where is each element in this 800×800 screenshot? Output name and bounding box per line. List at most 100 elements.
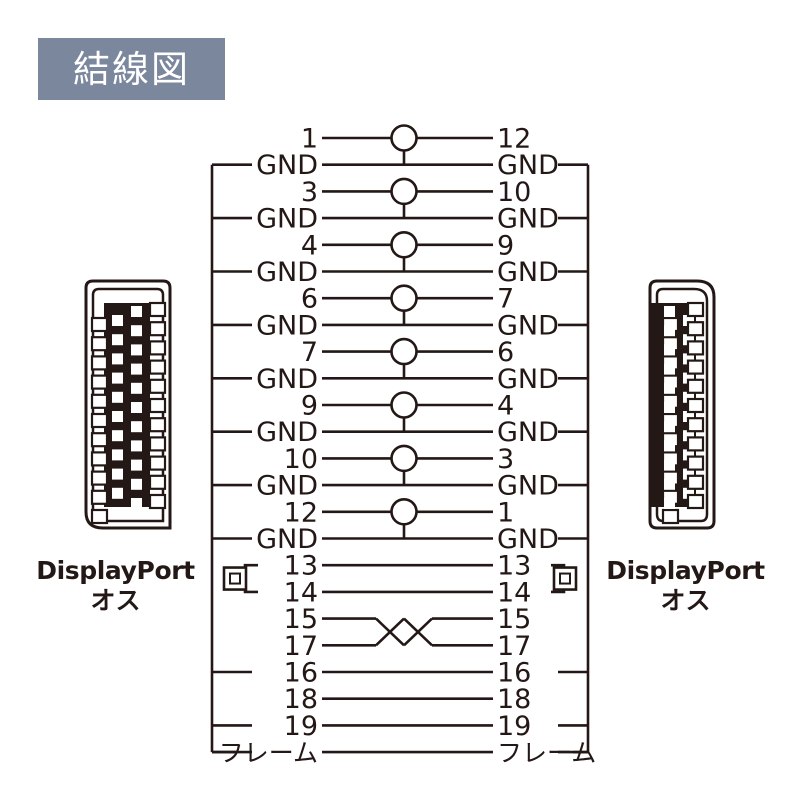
pin-label-right: GND — [497, 257, 559, 288]
pin-label-right: 19 — [497, 711, 531, 742]
pin-label-right: 9 — [497, 230, 514, 261]
pin-label-right: 17 — [497, 631, 531, 662]
connector-pin — [683, 449, 694, 461]
connector-pin — [90, 374, 109, 390]
shield-ring-marker — [390, 337, 418, 366]
connector-pin — [90, 355, 109, 371]
connector-pin — [686, 321, 705, 337]
left-connector-gender: オス — [90, 585, 141, 615]
header-badge-label: 結線図 — [73, 47, 190, 91]
pin-label-left: 15 — [284, 604, 318, 635]
connector-pin — [112, 372, 123, 384]
pin-label-left: GND — [256, 310, 318, 341]
connector-pin — [112, 430, 123, 442]
connector-pin — [686, 417, 705, 433]
connector-pin — [90, 393, 109, 409]
connector-pin — [683, 372, 694, 384]
connector-pin — [148, 301, 167, 318]
connector-pin — [131, 344, 142, 356]
pin-label-left: 1 — [301, 124, 318, 155]
connector-pin — [686, 359, 705, 375]
connector-pin — [112, 315, 123, 326]
pin-label-left: GND — [256, 417, 318, 448]
connector-pin — [664, 402, 675, 413]
connector-pin — [148, 359, 167, 375]
connector-pin — [131, 382, 142, 394]
connector-pin — [683, 468, 694, 480]
pin-label-right: 14 — [497, 577, 531, 608]
pin-label-left: 18 — [284, 684, 318, 715]
pin-label-left: 17 — [284, 631, 318, 662]
connector-pin — [664, 325, 675, 337]
connector-pin — [131, 325, 142, 337]
pin-label-left: GND — [256, 471, 318, 502]
pin-label-right: 4 — [497, 391, 514, 422]
pin-label-right: フレーム — [497, 739, 596, 768]
shield-ring-marker — [390, 391, 418, 419]
pin-label-left: 10 — [284, 444, 318, 475]
pin-label-right: GND — [497, 204, 559, 235]
ground-bus-rails — [210, 163, 590, 754]
pin-label-right: 15 — [497, 604, 531, 635]
connector-pin — [148, 397, 167, 414]
pin-label-left: 6 — [301, 284, 318, 315]
connector-pin — [131, 421, 142, 433]
connector-pin — [683, 430, 694, 442]
connector-pin — [683, 391, 694, 403]
pin-label-left: 12 — [284, 497, 318, 528]
pin-label-left: 7 — [301, 337, 318, 368]
connector-pin — [664, 421, 675, 433]
pin-label-left: GND — [256, 257, 318, 288]
connector-pin — [686, 436, 705, 452]
connector-pin — [90, 316, 109, 333]
connector-pin — [686, 474, 705, 490]
connector-pin — [664, 344, 675, 356]
connector-pin — [112, 391, 123, 403]
pin-label-right: GND — [497, 150, 559, 181]
shield-ring-marker — [390, 177, 418, 206]
connector-pin — [686, 301, 705, 318]
connector-pin — [131, 306, 142, 317]
connector-pin — [131, 478, 142, 490]
connector-pin — [112, 468, 123, 480]
right-connector-gender: オス — [660, 585, 711, 615]
pin-label-right: 10 — [497, 177, 531, 208]
pin-label-right: GND — [497, 364, 559, 395]
connector-pin — [148, 417, 167, 433]
pin-label-left: GND — [256, 524, 318, 555]
connector-pin — [112, 334, 123, 346]
connector-pin — [131, 363, 142, 375]
connector-pin — [661, 508, 680, 525]
connector-pin — [90, 336, 109, 352]
pin-label-right: GND — [497, 417, 559, 448]
shield-ring-marker — [390, 497, 418, 526]
row-markers — [222, 124, 578, 647]
connector-pin — [90, 451, 109, 467]
pin-label-right: GND — [497, 524, 559, 555]
connector-pin — [686, 378, 705, 394]
connector-pin — [148, 378, 167, 394]
connector-pin — [148, 321, 167, 337]
connector-pin — [112, 487, 123, 499]
pin-label-left: 13 — [284, 551, 318, 582]
pin-label-right: GND — [497, 310, 559, 341]
connector-pin — [664, 363, 675, 375]
pin-label-left: フレーム — [219, 739, 318, 768]
pin-label-left: 19 — [284, 711, 318, 742]
header-badge: 結線図 — [38, 38, 225, 100]
connector-pin — [664, 382, 675, 394]
connector-pin — [683, 487, 694, 499]
pin-label-right: 6 — [497, 337, 514, 368]
shield-ring-marker — [390, 231, 418, 259]
connector-pin — [148, 474, 167, 490]
connector-pin — [683, 353, 694, 365]
pin-label-left: GND — [256, 204, 318, 235]
pin-label-left: GND — [256, 150, 318, 181]
shield-ring-marker — [390, 444, 418, 473]
terminal-lug-left-inner — [229, 572, 241, 585]
pin-label-left: 9 — [301, 391, 318, 422]
connector-pin — [131, 402, 142, 413]
connector-pin — [90, 470, 109, 486]
